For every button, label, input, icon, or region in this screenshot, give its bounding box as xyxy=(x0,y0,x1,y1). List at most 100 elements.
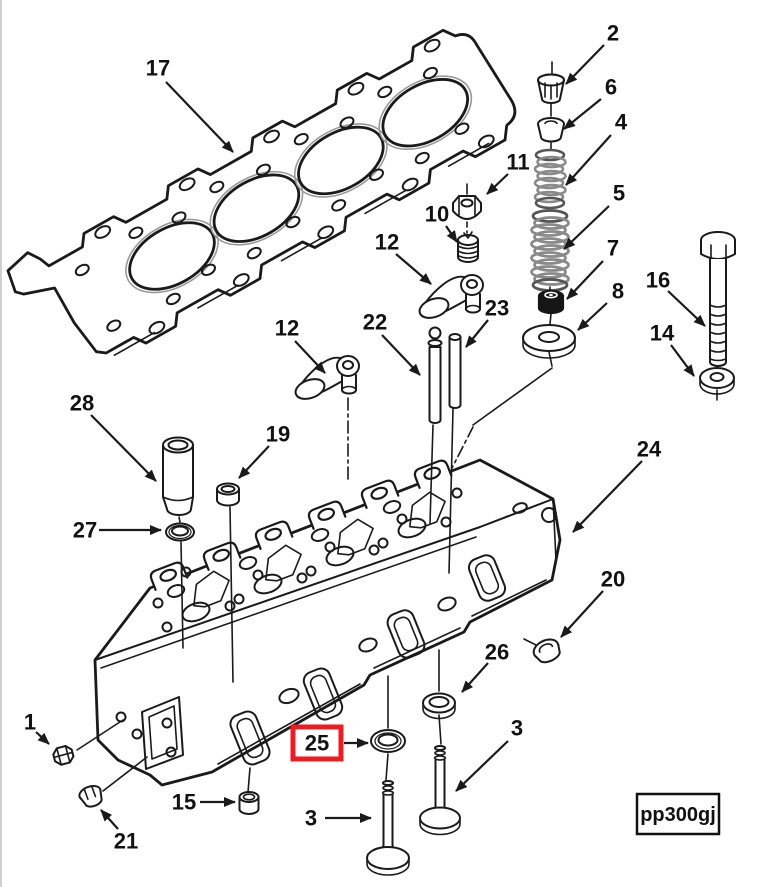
valve-stem-seal xyxy=(537,286,565,325)
bolt-washer xyxy=(699,367,735,401)
callout-number: 4 xyxy=(615,110,628,135)
callout-number: 21 xyxy=(114,829,138,854)
callout-number: 25 xyxy=(305,731,329,756)
callout-number: 5 xyxy=(613,181,625,206)
callout-number: 1 xyxy=(24,710,36,735)
callout-arrow xyxy=(294,340,326,374)
callout-17: 17 xyxy=(146,56,234,153)
callout-number: 27 xyxy=(73,518,97,543)
highlight-box xyxy=(290,724,344,762)
callout-number: 16 xyxy=(646,268,670,293)
rocker-adjusting-screw xyxy=(457,231,479,263)
callout-2: 2 xyxy=(565,21,619,85)
callout-arrow xyxy=(563,98,602,130)
callout-12: 12 xyxy=(375,230,432,285)
callout-3: 3 xyxy=(455,716,523,792)
cylinder-head xyxy=(93,458,562,787)
sleeve-seal-ring xyxy=(165,522,195,649)
callout-arrow xyxy=(461,662,489,693)
head-left-end-window xyxy=(115,696,184,770)
callout-number: 26 xyxy=(485,640,509,665)
callout-number: 17 xyxy=(146,56,170,81)
callout-arrow xyxy=(563,205,610,250)
callout-number: 2 xyxy=(607,21,619,46)
callout-23: 23 xyxy=(465,296,509,348)
callout-number: 28 xyxy=(70,391,94,416)
callout-number: 8 xyxy=(612,279,624,304)
gasket-cylinder-bores xyxy=(125,75,473,294)
valve-intake xyxy=(366,780,410,876)
callout-arrow xyxy=(165,81,234,153)
outer-valve-spring xyxy=(530,209,570,292)
callout-arrow xyxy=(577,302,608,331)
cup-plug xyxy=(78,756,148,808)
callout-number: 24 xyxy=(637,437,662,462)
callout-arrow xyxy=(572,460,643,533)
dowel-bushing xyxy=(238,767,260,815)
callout-12: 12 xyxy=(275,316,326,374)
callout-arrow xyxy=(381,334,421,376)
callout-arrow xyxy=(35,731,50,745)
callout-number: 22 xyxy=(363,310,387,335)
callout-14: 14 xyxy=(650,321,695,377)
callout-number: 6 xyxy=(605,75,617,100)
callout-number: 10 xyxy=(425,202,449,227)
push-rod-23 xyxy=(448,333,462,574)
head-bolt xyxy=(700,231,736,368)
callout-16: 16 xyxy=(646,268,706,327)
callout-arrow xyxy=(445,225,458,243)
callout-number: 19 xyxy=(266,422,290,447)
scan-edge-artifact xyxy=(0,0,2,887)
inner-valve-spring xyxy=(533,148,567,210)
pipe-plug xyxy=(523,638,561,664)
head-gasket xyxy=(6,28,517,357)
callout-arrow xyxy=(455,740,509,792)
gasket-bolt-holes xyxy=(94,38,495,335)
callout-number: 3 xyxy=(511,716,523,741)
callout-number: 12 xyxy=(375,230,399,255)
callout-10: 10 xyxy=(425,202,458,243)
callout-number: 15 xyxy=(172,790,196,815)
callout-20: 20 xyxy=(560,567,625,638)
callout-arrow xyxy=(565,44,605,85)
callout-4: 4 xyxy=(565,110,628,186)
seal-ring-25 xyxy=(370,675,406,781)
callout-arrow xyxy=(565,134,612,186)
rocker-adjusting-nut xyxy=(452,183,482,234)
guide-bushing xyxy=(216,482,240,683)
callout-28: 28 xyxy=(70,391,157,482)
part-code-box: pp300gj xyxy=(635,792,721,836)
callout-27: 27 xyxy=(73,518,162,543)
callout-arrow xyxy=(560,590,604,638)
callout-3: 3 xyxy=(305,806,372,831)
callout-arrow xyxy=(670,344,695,377)
callout-22: 22 xyxy=(363,310,421,376)
rocker-arm-intake xyxy=(294,355,360,400)
callout-arrow xyxy=(395,253,432,285)
callout-21: 21 xyxy=(100,809,138,854)
callout-26: 26 xyxy=(461,640,509,693)
callout-arrow xyxy=(566,260,604,300)
callout-number: 3 xyxy=(305,806,317,831)
part-code: pp300gj xyxy=(640,804,716,826)
spring-retainer xyxy=(537,117,565,151)
callout-arrow xyxy=(90,414,157,482)
head-front-face-holes xyxy=(278,596,457,705)
head-rocker-pedestals xyxy=(193,491,446,608)
valve-keeper xyxy=(537,61,565,117)
callout-arrow xyxy=(667,290,706,327)
valve-exhaust xyxy=(419,745,461,836)
callout-6: 6 xyxy=(563,75,617,130)
spring-washer xyxy=(451,324,576,469)
callout-arrow xyxy=(238,445,270,479)
callout-number: 20 xyxy=(601,567,625,592)
callout-number: 12 xyxy=(275,316,299,341)
callout-25-highlighted: 25 xyxy=(290,724,369,762)
callout-arrow xyxy=(100,809,119,830)
small-nut xyxy=(52,719,124,766)
callout-number: 11 xyxy=(506,150,529,175)
callout-number: 23 xyxy=(485,296,509,321)
injector-sleeve xyxy=(162,436,194,523)
callout-1: 1 xyxy=(24,710,50,745)
